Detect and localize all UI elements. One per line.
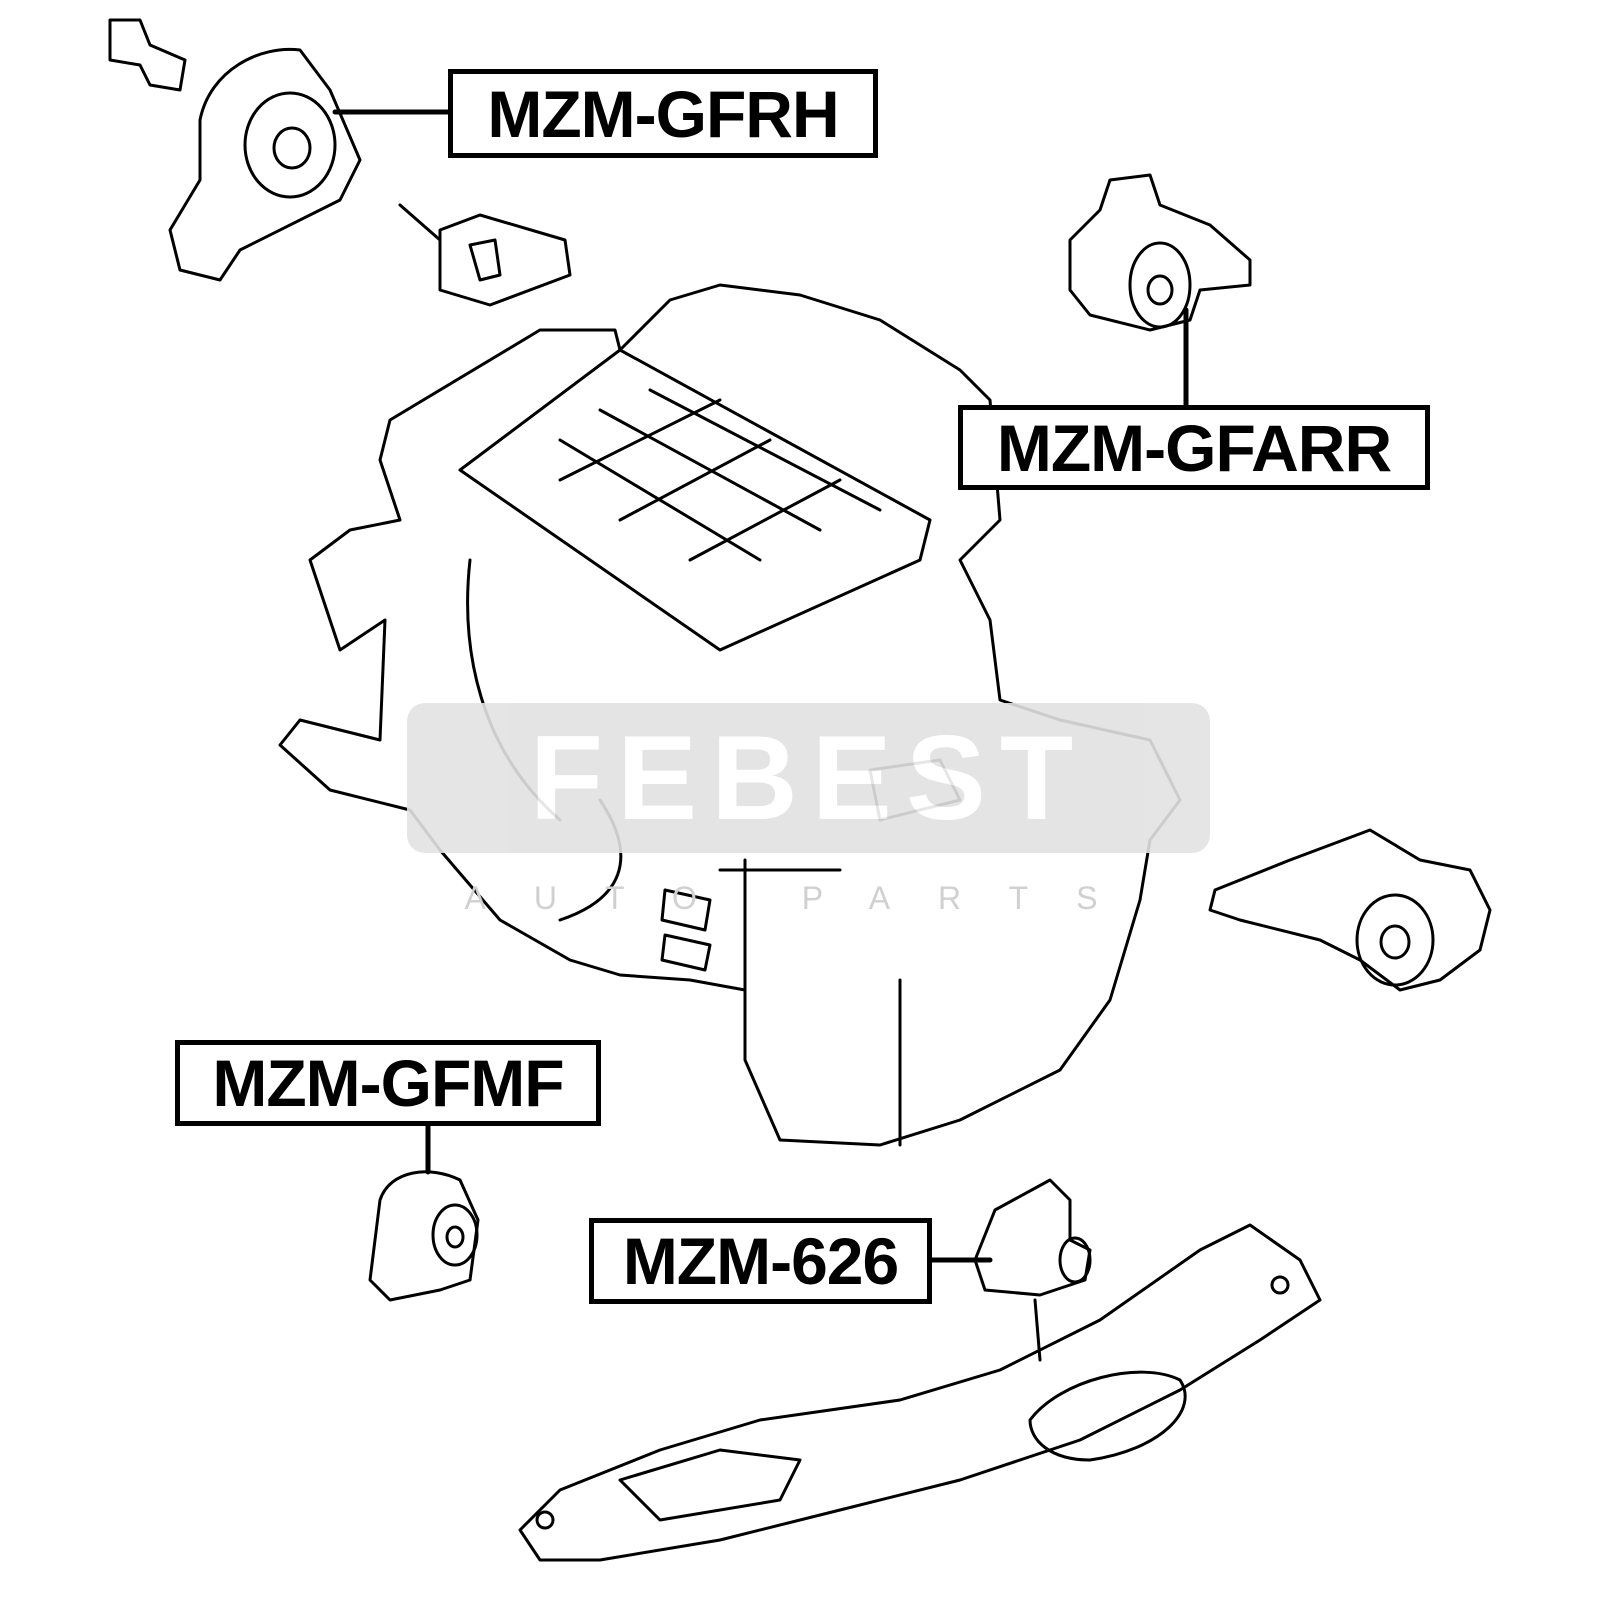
part-label-mzm-gfrh[interactable]: MZM-GFRH: [448, 69, 878, 158]
mount-gfmf-drawing: [368, 1170, 480, 1302]
mount-gfarr-drawing: [1068, 173, 1252, 332]
part-label-mzm-gfmf[interactable]: MZM-GFMF: [175, 1040, 601, 1126]
watermark-subtitle: AUTO PARTS: [464, 880, 1146, 916]
watermark-logo: FEBEST: [407, 703, 1210, 853]
part-label-mzm-gfarr[interactable]: MZM-GFARR: [958, 405, 1430, 490]
part-label-mzm-626[interactable]: MZM-626: [589, 1218, 932, 1304]
leader-lines: [332, 109, 1189, 1263]
mount-gfrh-drawing: [108, 18, 572, 307]
mount-right-drawing: [1208, 828, 1492, 992]
mount-626-drawing: [518, 1178, 1322, 1562]
engine-drawing: [278, 283, 1182, 1147]
